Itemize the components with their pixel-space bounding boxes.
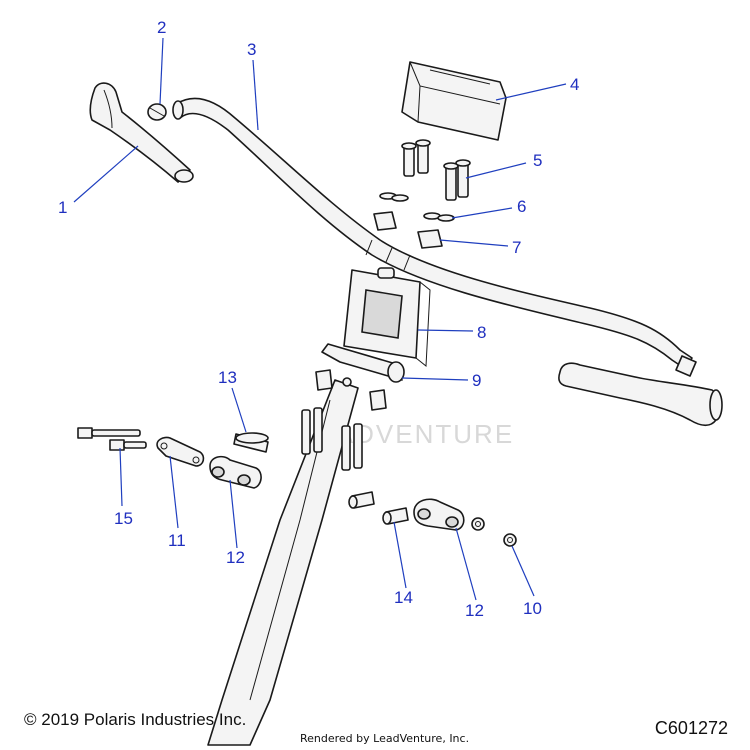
grip-end-cap [147, 103, 167, 121]
rendered-by-text: Rendered by LeadVenture, Inc. [300, 732, 470, 745]
flange-bolts [77, 427, 147, 451]
callout-8: 8 [477, 323, 486, 342]
callout-6: 6 [517, 197, 526, 216]
lower-riser-clamp [315, 343, 405, 411]
leader-lines [73, 37, 567, 601]
callout-9: 9 [472, 371, 481, 390]
callout-1: 1 [58, 198, 67, 217]
lower-clamp-right [413, 498, 465, 531]
copyright-text: © 2019 Polaris Industries Inc. [24, 710, 247, 729]
handlebar-riser [343, 267, 431, 367]
lower-clamp-left [209, 455, 262, 489]
callout-15: 15 [114, 509, 133, 528]
callout-2: 2 [157, 18, 166, 37]
column-bolts [301, 407, 363, 471]
callout-3: 3 [247, 40, 256, 59]
right-grip [558, 362, 723, 427]
callout-14: 14 [394, 588, 413, 607]
spacers [348, 491, 409, 525]
bushing [233, 432, 269, 453]
callout-13: 13 [218, 368, 237, 387]
callout-12-left: 12 [226, 548, 245, 567]
callout-7: 7 [512, 238, 521, 257]
callout-5: 5 [533, 151, 542, 170]
callout-10: 10 [523, 599, 542, 618]
upper-clamps [373, 211, 443, 249]
clamp-plate [156, 436, 205, 467]
washers [379, 192, 455, 222]
nuts [471, 517, 517, 547]
diagram-code: C601272 [654, 718, 728, 738]
callout-4: 4 [570, 75, 579, 94]
bar-end-cap [675, 355, 697, 377]
callout-11: 11 [168, 531, 186, 550]
handlebar-cover [401, 61, 507, 141]
clamp-bolts-upper [401, 139, 471, 201]
left-grip [89, 82, 194, 183]
callout-12-right: 12 [465, 601, 484, 620]
